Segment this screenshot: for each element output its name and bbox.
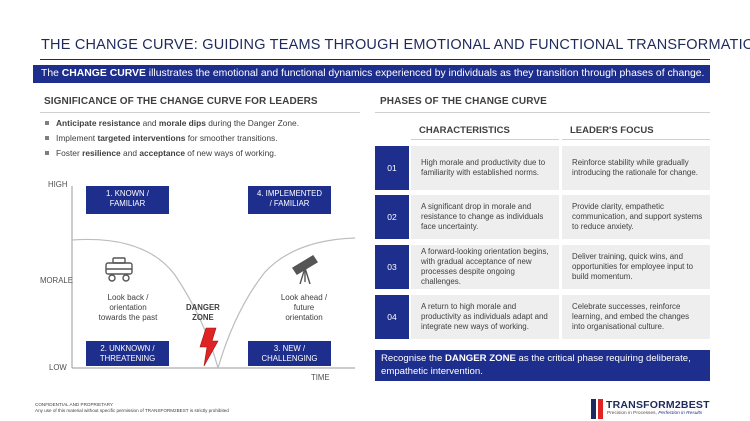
y-axis-high-label: HIGH bbox=[48, 180, 68, 189]
banner-text-post: illustrates the emotional and functional… bbox=[145, 68, 705, 79]
bullet-bold: acceptance bbox=[139, 148, 185, 158]
bullet-bold: targeted interventions bbox=[97, 133, 186, 143]
bullet-text: of new ways of working. bbox=[184, 148, 277, 158]
stage-label-line1: IMPLEMENTED bbox=[265, 189, 322, 198]
bullet-bold: Anticipate resistance bbox=[56, 118, 141, 128]
banner-text-pre: The bbox=[41, 68, 62, 79]
stage-label-line1: KNOWN / bbox=[114, 189, 149, 198]
phase-number: 04 bbox=[375, 295, 409, 339]
significance-divider bbox=[40, 112, 360, 113]
note-line: towards the past bbox=[98, 313, 158, 322]
phase-characteristics: A significant drop in morale and resista… bbox=[411, 195, 559, 239]
company-tagline: Precision in Processes, Perfection in Re… bbox=[607, 411, 702, 416]
phase-characteristics: A forward-looking orientation begins, wi… bbox=[411, 245, 559, 289]
intro-banner: The CHANGE CURVE illustrates the emotion… bbox=[33, 65, 710, 83]
phase-characteristics: High morale and productivity due to fami… bbox=[411, 146, 559, 190]
cell-text: A forward-looking orientation begins, wi… bbox=[421, 247, 549, 286]
bullet-text: Foster bbox=[56, 148, 83, 158]
bullet-text: during the Danger Zone. bbox=[205, 118, 300, 128]
phase-number: 01 bbox=[375, 146, 409, 190]
cell-text: Provide clarity, empathetic communicatio… bbox=[572, 202, 703, 231]
stage-1-box: 1. KNOWN /FAMILIAR bbox=[86, 186, 169, 214]
cell-text: A significant drop in morale and resista… bbox=[421, 202, 544, 231]
stage-label-line1: NEW / bbox=[282, 344, 306, 353]
col-header-leaders-focus: LEADER'S FOCUS bbox=[570, 125, 654, 136]
note-line: orientation bbox=[109, 303, 147, 312]
stage-label-line2: THREATENING bbox=[99, 354, 156, 363]
title-divider bbox=[40, 59, 710, 60]
banner-text-bold: CHANGE CURVE bbox=[61, 68, 146, 79]
cell-text: A return to high morale and productivity… bbox=[421, 302, 548, 331]
stage-label-line2: CHALLENGING bbox=[261, 354, 318, 363]
bullet-text: and bbox=[120, 148, 140, 158]
phase-leaders-focus: Deliver training, quick wins, and opport… bbox=[562, 245, 710, 289]
binoculars-icon bbox=[105, 257, 133, 282]
significance-bullet-list: Anticipate resistance and morale dips du… bbox=[44, 116, 364, 161]
note-line: Look ahead / bbox=[280, 293, 328, 302]
col-divider bbox=[562, 139, 710, 140]
note-line: future bbox=[293, 303, 315, 312]
cell-text: High morale and productivity due to fami… bbox=[421, 158, 546, 177]
stage-number: 4. bbox=[256, 189, 264, 198]
bullet-item: Anticipate resistance and morale dips du… bbox=[44, 116, 364, 131]
lightning-bolt-icon bbox=[199, 327, 219, 367]
callout-bold: DANGER ZONE bbox=[445, 353, 516, 364]
stage-label-line2: / FAMILIAR bbox=[269, 199, 310, 208]
bullet-bold: morale dips bbox=[158, 118, 206, 128]
page-title: THE CHANGE CURVE: GUIDING TEAMS THROUGH … bbox=[41, 37, 750, 53]
bullet-item: Foster resilience and acceptance of new … bbox=[44, 146, 364, 161]
note-line: Look back / bbox=[107, 293, 149, 302]
phases-divider bbox=[375, 112, 710, 113]
phase-leaders-focus: Celebrate successes, reinforce learning,… bbox=[562, 295, 710, 339]
company-logo: TRANSFORM2BEST bbox=[606, 399, 710, 411]
significance-heading: SIGNIFICANCE OF THE CHANGE CURVE FOR LEA… bbox=[44, 96, 318, 107]
danger-zone-callout: Recognise the DANGER ZONE as the critica… bbox=[375, 350, 710, 381]
callout-text: as the critical phase requiring delibera… bbox=[381, 353, 691, 377]
x-axis-time-label: TIME bbox=[311, 373, 330, 382]
col-header-characteristics: CHARACTERISTICS bbox=[419, 125, 510, 136]
bullet-text: Implement bbox=[56, 133, 98, 143]
tagline-emphasis: Perfection in Results bbox=[658, 411, 703, 416]
stage-label-line1: UNKNOWN / bbox=[109, 344, 155, 353]
y-axis-morale-label: MORALE bbox=[40, 276, 73, 285]
stage-4-box: 4. IMPLEMENTED/ FAMILIAR bbox=[248, 186, 331, 214]
confidential-line: Any use of this material without specifi… bbox=[35, 407, 229, 413]
stage-number: 3. bbox=[273, 344, 281, 353]
danger-line: DANGER bbox=[186, 303, 220, 312]
phase-characteristics: A return to high morale and productivity… bbox=[411, 295, 559, 339]
col-divider bbox=[411, 139, 559, 140]
stage-3-box: 3. NEW /CHALLENGING bbox=[248, 341, 331, 366]
stage-number: 1. bbox=[106, 189, 113, 198]
phase-leaders-focus: Provide clarity, empathetic communicatio… bbox=[562, 195, 710, 239]
tagline-part: Precision in Processes, bbox=[607, 411, 659, 416]
bullet-item: Implement targeted interventions for smo… bbox=[44, 131, 364, 146]
telescope-icon bbox=[292, 255, 318, 285]
stage-2-box: 2. UNKNOWN /THREATENING bbox=[86, 341, 169, 366]
logo-mark-icon bbox=[591, 399, 603, 419]
phase-number: 02 bbox=[375, 195, 409, 239]
stage-number: 2. bbox=[100, 344, 107, 353]
note-line: orientation bbox=[285, 313, 323, 322]
danger-line: ZONE bbox=[192, 313, 214, 322]
bullet-bold: resilience bbox=[82, 148, 121, 158]
cell-text: Deliver training, quick wins, and opport… bbox=[572, 252, 694, 281]
y-axis-low-label: LOW bbox=[49, 363, 67, 372]
phase-number: 03 bbox=[375, 245, 409, 289]
cell-text: Reinforce stability while gradually intr… bbox=[572, 158, 698, 177]
confidential-line: CONFIDENTIAL AND PROPRIETARY bbox=[35, 402, 114, 407]
callout-text: Recognise the bbox=[381, 353, 445, 364]
cell-text: Celebrate successes, reinforce learning,… bbox=[572, 302, 690, 331]
phases-heading: PHASES OF THE CHANGE CURVE bbox=[380, 96, 547, 107]
stage-label-line2: FAMILIAR bbox=[109, 199, 146, 208]
bullet-text: and bbox=[140, 118, 159, 128]
phase-leaders-focus: Reinforce stability while gradually intr… bbox=[562, 146, 710, 190]
bullet-text: for smoother transitions. bbox=[185, 133, 278, 143]
